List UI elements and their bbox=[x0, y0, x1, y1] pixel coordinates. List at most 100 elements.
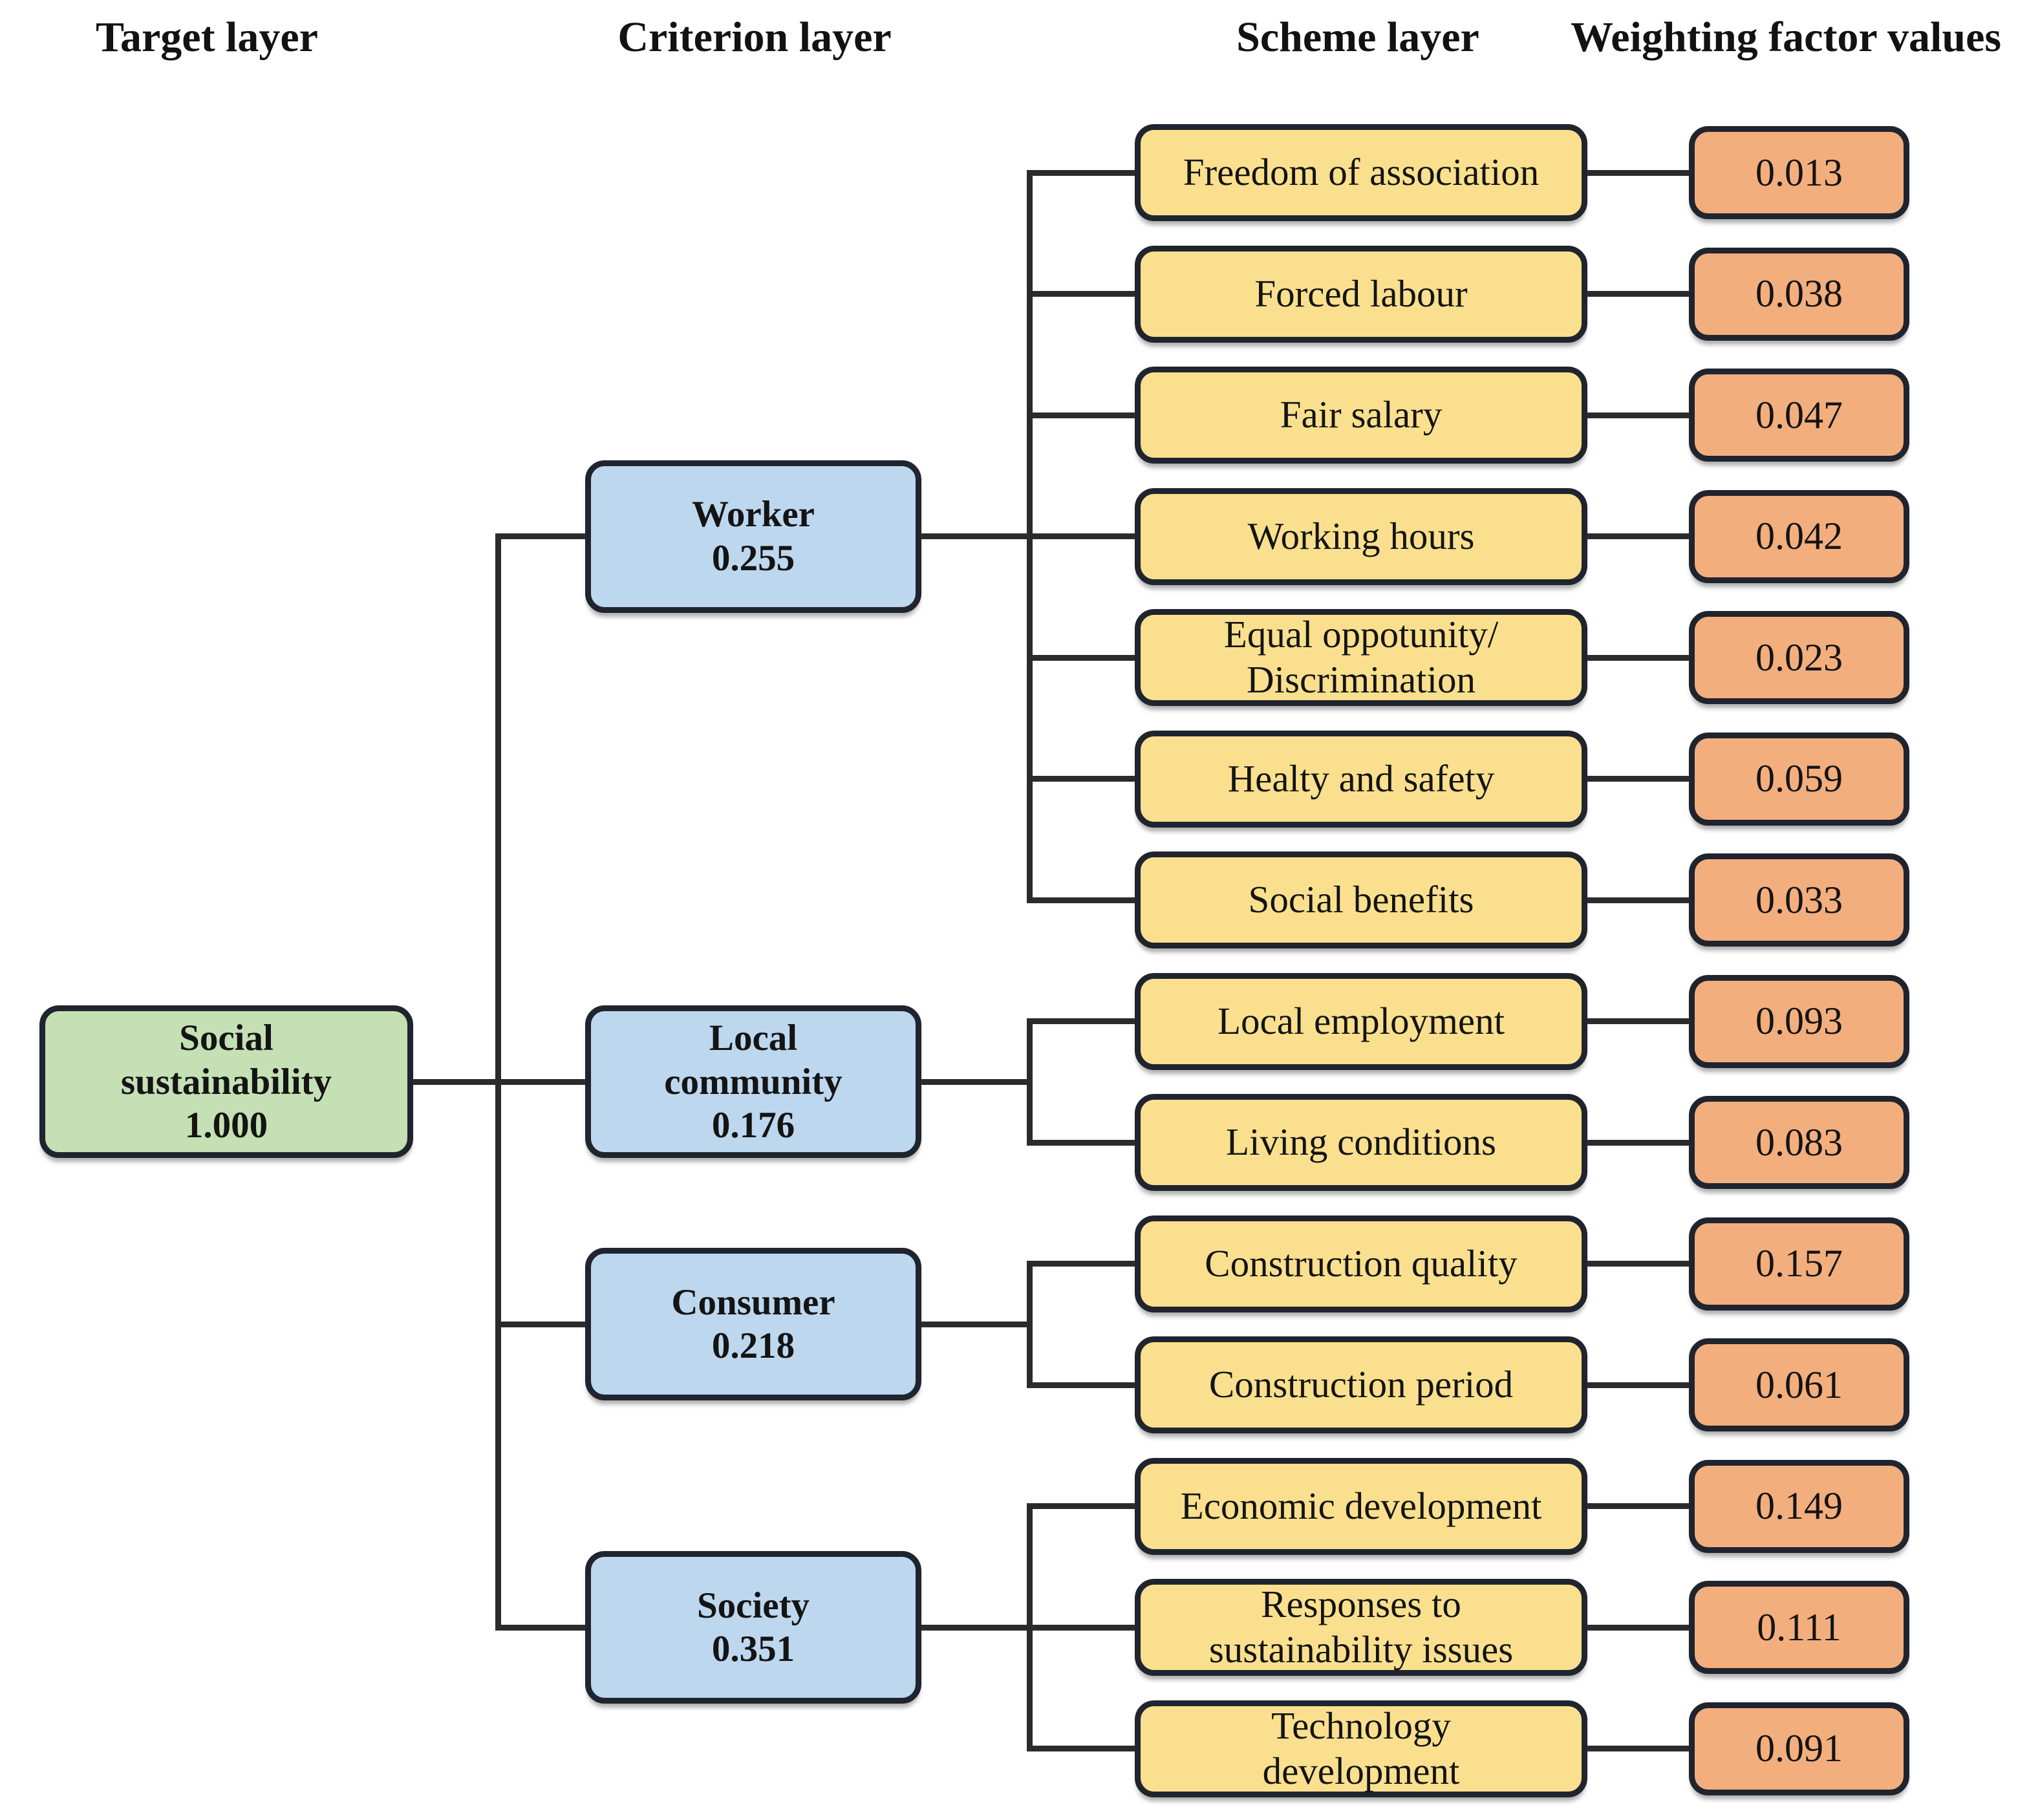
weight-node-worker-0-value: 0.013 bbox=[1755, 151, 1843, 194]
criterion-node-worker-label: Worker bbox=[692, 494, 815, 535]
branch-to-scheme-item bbox=[1029, 412, 1135, 418]
weight-node-local-community-1-value: 0.083 bbox=[1755, 1120, 1843, 1164]
scheme-node-consumer-0: Construction quality bbox=[1135, 1215, 1587, 1312]
criterion-trunk bbox=[495, 533, 501, 1631]
scheme-to-weight-line bbox=[1587, 1382, 1689, 1388]
scheme-node-worker-4: Equal oppotunity/Discrimination bbox=[1135, 609, 1587, 706]
branch-to-scheme-item bbox=[1029, 1746, 1135, 1751]
society-to-scheme-trunk bbox=[921, 1624, 1029, 1631]
scheme-node-worker-3-label: Working hours bbox=[1247, 514, 1475, 557]
scheme-to-weight-line bbox=[1587, 169, 1689, 176]
scheme-to-weight-line bbox=[1587, 776, 1689, 782]
weight-node-local-community-0-value: 0.093 bbox=[1755, 1000, 1843, 1043]
weight-node-society-1: 0.111 bbox=[1689, 1581, 1909, 1674]
scheme-node-society-2-label: development bbox=[1262, 1749, 1460, 1792]
criterion-node-consumer-value: 0.218 bbox=[711, 1325, 795, 1367]
scheme-to-weight-line bbox=[1587, 533, 1689, 539]
scheme-node-local-community-1: Living conditions bbox=[1135, 1094, 1587, 1191]
weight-node-worker-3-value: 0.042 bbox=[1755, 515, 1843, 558]
weight-node-worker-1-value: 0.038 bbox=[1755, 272, 1843, 316]
target-node-social-sustainability-label: Social bbox=[179, 1018, 274, 1059]
branch-to-scheme-item bbox=[1029, 776, 1135, 782]
weight-node-consumer-1-value: 0.061 bbox=[1755, 1363, 1843, 1406]
branch-to-scheme-item bbox=[1029, 654, 1135, 661]
branch-to-worker bbox=[498, 533, 585, 539]
scheme-node-local-community-0: Local employment bbox=[1135, 972, 1587, 1070]
weight-node-society-1-value: 0.111 bbox=[1757, 1605, 1841, 1649]
scheme-node-society-1-label: sustainability issues bbox=[1208, 1628, 1514, 1671]
branch-to-scheme-item bbox=[1029, 169, 1135, 176]
scheme-node-worker-6-label: Social benefits bbox=[1248, 878, 1474, 921]
weight-node-consumer-1: 0.061 bbox=[1689, 1338, 1909, 1431]
criterion-node-consumer-label: Consumer bbox=[671, 1282, 835, 1323]
weight-node-worker-2-value: 0.047 bbox=[1755, 393, 1843, 436]
branch-to-scheme-item bbox=[1029, 291, 1135, 297]
scheme-node-worker-5-label: Healty and safety bbox=[1227, 756, 1495, 800]
scheme-to-weight-line bbox=[1587, 654, 1689, 661]
branch-to-scheme-item bbox=[1029, 897, 1135, 903]
scheme-node-consumer-0-label: Construction quality bbox=[1205, 1241, 1518, 1285]
branch-to-scheme-item bbox=[1029, 533, 1135, 539]
weight-node-society-0-value: 0.149 bbox=[1755, 1484, 1843, 1528]
criterion-node-worker-value: 0.255 bbox=[711, 537, 795, 579]
scheme-node-worker-0: Freedom of association bbox=[1135, 124, 1587, 221]
scheme-node-worker-3: Working hours bbox=[1135, 487, 1587, 585]
scheme-node-society-0: Economic development bbox=[1135, 1457, 1587, 1555]
target-node-social-sustainability-value: 1.000 bbox=[184, 1104, 268, 1146]
weight-node-worker-5-value: 0.059 bbox=[1755, 757, 1843, 800]
scheme-to-weight-line bbox=[1587, 1746, 1689, 1751]
scheme-node-local-community-1-label: Living conditions bbox=[1226, 1120, 1496, 1164]
local-community-to-scheme-trunk bbox=[921, 1078, 1029, 1085]
scheme-node-worker-0-label: Freedom of association bbox=[1183, 151, 1540, 194]
scheme-to-weight-line bbox=[1587, 1261, 1689, 1267]
weight-node-worker-5: 0.059 bbox=[1689, 732, 1909, 826]
weight-node-consumer-0-value: 0.157 bbox=[1755, 1242, 1843, 1285]
column-header-scheme-layer: Scheme layer bbox=[1236, 14, 1479, 61]
scheme-to-weight-line bbox=[1587, 412, 1689, 418]
column-header-criterion-layer: Criterion layer bbox=[617, 14, 892, 61]
branch-to-scheme-item bbox=[1029, 1261, 1135, 1267]
weight-node-worker-2: 0.047 bbox=[1689, 369, 1909, 462]
branch-to-scheme-item bbox=[1029, 1624, 1135, 1631]
criterion-node-local-community-label: community bbox=[664, 1061, 843, 1102]
scheme-node-worker-4-label: Equal oppotunity/ bbox=[1223, 613, 1499, 656]
weight-node-local-community-1: 0.083 bbox=[1689, 1096, 1909, 1189]
scheme-node-worker-2: Fair salary bbox=[1135, 367, 1587, 464]
scheme-node-society-2-label: Technology bbox=[1271, 1704, 1451, 1747]
criterion-node-society-label: Society bbox=[696, 1585, 810, 1626]
scheme-node-worker-2-label: Fair salary bbox=[1280, 393, 1443, 436]
target-node-social-sustainability-label: sustainability bbox=[120, 1061, 332, 1102]
branch-to-society bbox=[498, 1624, 585, 1631]
local-community-scheme-trunk bbox=[1026, 1018, 1033, 1146]
scheme-to-weight-line bbox=[1587, 291, 1689, 297]
weight-node-worker-6-value: 0.033 bbox=[1755, 878, 1843, 921]
scheme-to-weight-line bbox=[1587, 1139, 1689, 1146]
scheme-node-worker-4-label: Discrimination bbox=[1247, 658, 1476, 701]
scheme-node-worker-1-label: Forced labour bbox=[1254, 272, 1468, 315]
weight-node-worker-4: 0.023 bbox=[1689, 611, 1909, 704]
scheme-node-local-community-0-label: Local employment bbox=[1218, 999, 1505, 1042]
target-to-trunk-line bbox=[413, 1078, 498, 1085]
worker-to-scheme-trunk bbox=[921, 533, 1029, 539]
scheme-node-society-1-label: Responses to bbox=[1261, 1583, 1461, 1626]
consumer-to-scheme-trunk bbox=[921, 1321, 1029, 1327]
weight-node-worker-3: 0.042 bbox=[1689, 489, 1909, 583]
branch-to-scheme-item bbox=[1029, 1139, 1135, 1146]
weight-node-worker-6: 0.033 bbox=[1689, 853, 1909, 947]
scheme-node-consumer-1: Construction period bbox=[1135, 1336, 1587, 1433]
weight-node-worker-4-value: 0.023 bbox=[1755, 636, 1843, 679]
weight-node-society-2-value: 0.091 bbox=[1755, 1727, 1843, 1770]
weight-node-worker-0: 0.013 bbox=[1689, 126, 1909, 219]
criterion-node-society-value: 0.351 bbox=[711, 1629, 795, 1669]
column-header-target-layer: Target layer bbox=[96, 14, 318, 61]
consumer-scheme-trunk bbox=[1026, 1261, 1033, 1388]
branch-to-scheme-item bbox=[1029, 1503, 1135, 1509]
